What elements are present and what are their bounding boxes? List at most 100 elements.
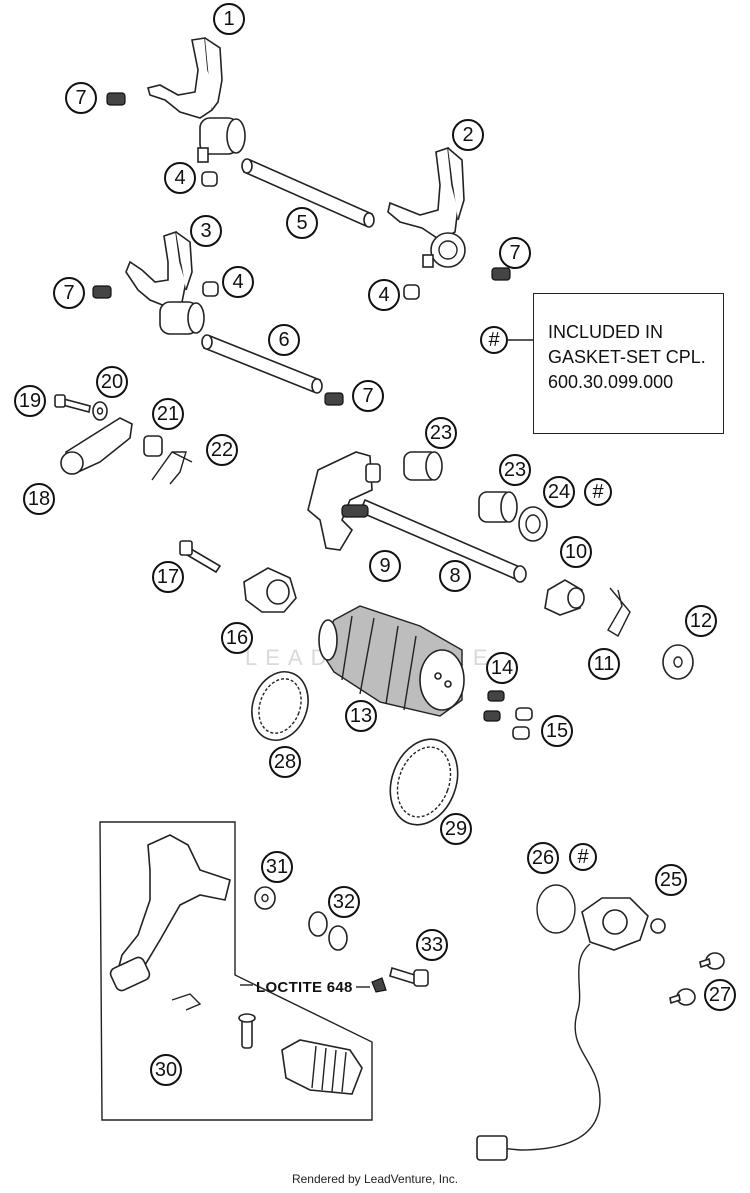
callout-23a: 23 xyxy=(425,417,457,449)
svg-text:31: 31 xyxy=(266,856,288,878)
callout-9: 9 xyxy=(369,550,401,582)
part-needle-bearing-23a[interactable] xyxy=(403,451,443,481)
svg-text:4: 4 xyxy=(232,271,243,293)
svg-text:7: 7 xyxy=(362,385,373,407)
part-fork-shaft-5[interactable] xyxy=(241,158,375,228)
part-bearing-28[interactable] xyxy=(243,664,318,748)
svg-text:4: 4 xyxy=(174,167,185,189)
callout-18: 18 xyxy=(23,483,55,515)
callout-4a: 4 xyxy=(164,162,196,194)
callout-6: 6 xyxy=(268,324,300,356)
part-bolt-33[interactable] xyxy=(371,966,429,993)
part-bolt-17[interactable] xyxy=(179,540,222,574)
callout-33: 33 xyxy=(416,929,448,961)
part-washer-12[interactable] xyxy=(662,644,694,680)
part-shaft-seal-24[interactable] xyxy=(518,506,548,542)
callout-hash-24: # xyxy=(584,478,612,506)
part-washer-20[interactable] xyxy=(92,401,108,421)
part-screw-27a[interactable] xyxy=(699,952,725,970)
callout-2: 2 xyxy=(452,119,484,151)
part-spring-7a[interactable] xyxy=(106,92,126,106)
svg-text:20: 20 xyxy=(101,371,123,393)
callout-26: 26 xyxy=(527,842,559,874)
svg-text:7: 7 xyxy=(63,282,74,304)
part-spring-7c[interactable] xyxy=(92,285,112,299)
part-spring-22[interactable] xyxy=(151,451,193,485)
part-roller-4c[interactable] xyxy=(403,284,420,300)
svg-text:16: 16 xyxy=(226,627,248,649)
callout-1: 1 xyxy=(213,3,245,35)
callout-24: 24 xyxy=(543,476,575,508)
svg-text:8: 8 xyxy=(449,565,460,587)
part-shift-fork-2[interactable] xyxy=(387,146,466,268)
part-shift-pawl-10[interactable] xyxy=(544,579,585,616)
part-roller-4b[interactable] xyxy=(202,281,219,297)
svg-text:29: 29 xyxy=(445,818,467,840)
callout-10: 10 xyxy=(560,536,592,568)
callout-32: 32 xyxy=(328,886,360,918)
svg-text:19: 19 xyxy=(19,390,41,412)
part-shift-drum-locating-16[interactable] xyxy=(243,567,297,613)
shift-lever-group-30[interactable] xyxy=(99,821,373,1121)
footer-credit: Rendered by LeadVenture, Inc. xyxy=(291,1172,459,1186)
callout-12: 12 xyxy=(685,605,717,637)
part-lock-washer-32[interactable] xyxy=(308,911,348,951)
callout-27: 27 xyxy=(704,979,736,1011)
part-o-ring-26[interactable] xyxy=(536,884,576,934)
callout-20: 20 xyxy=(96,366,128,398)
part-gear-position-sensor-25[interactable] xyxy=(476,897,666,1161)
svg-text:#: # xyxy=(488,329,500,351)
svg-text:25: 25 xyxy=(660,869,682,891)
part-fork-shaft-6[interactable] xyxy=(201,334,323,394)
part-shift-fork-1[interactable] xyxy=(147,37,246,163)
callout-hash-note: # xyxy=(480,326,508,354)
svg-text:23: 23 xyxy=(504,459,526,481)
part-pin-15a[interactable] xyxy=(515,707,533,721)
callout-23b: 23 xyxy=(499,454,531,486)
part-sleeve-21[interactable] xyxy=(143,435,163,457)
callout-31: 31 xyxy=(261,851,293,883)
svg-text:22: 22 xyxy=(211,439,233,461)
svg-text:12: 12 xyxy=(690,610,712,632)
part-spring-14a[interactable] xyxy=(487,690,505,702)
callout-3: 3 xyxy=(190,215,222,247)
svg-text:9: 9 xyxy=(379,555,390,577)
callout-7c: 7 xyxy=(53,277,85,309)
svg-text:21: 21 xyxy=(157,403,179,425)
svg-text:28: 28 xyxy=(274,751,296,773)
part-spring-14b[interactable] xyxy=(483,710,501,722)
svg-text:7: 7 xyxy=(75,87,86,109)
part-locking-lever-18[interactable] xyxy=(60,417,133,475)
part-return-spring-9[interactable] xyxy=(341,504,369,518)
callout-28: 28 xyxy=(269,746,301,778)
svg-text:30: 30 xyxy=(155,1059,177,1081)
callout-16: 16 xyxy=(221,622,253,654)
part-bearing-29[interactable] xyxy=(379,730,469,835)
part-washer-31[interactable] xyxy=(254,886,276,910)
callout-19: 19 xyxy=(14,385,46,417)
svg-text:6: 6 xyxy=(278,329,289,351)
callout-11: 11 xyxy=(588,648,620,680)
part-pawl-spring-11[interactable] xyxy=(607,587,631,637)
part-needle-bearing-23b[interactable] xyxy=(478,491,518,523)
part-pin-15b[interactable] xyxy=(512,726,530,740)
callout-8: 8 xyxy=(439,560,471,592)
part-spring-7b[interactable] xyxy=(491,267,511,281)
callout-22: 22 xyxy=(206,434,238,466)
svg-text:7: 7 xyxy=(509,242,520,264)
loctite-label: LOCTITE 648 xyxy=(256,979,353,996)
part-bolt-19[interactable] xyxy=(54,394,91,413)
part-spring-7d[interactable] xyxy=(324,392,344,406)
part-screw-27b[interactable] xyxy=(669,988,696,1006)
callout-21: 21 xyxy=(152,398,184,430)
callout-13: 13 xyxy=(345,700,377,732)
svg-text:13: 13 xyxy=(350,705,372,727)
svg-text:33: 33 xyxy=(421,934,443,956)
part-roller-4a[interactable] xyxy=(201,171,218,187)
part-shift-drum-13[interactable] xyxy=(318,605,465,717)
part-shift-fork-3[interactable] xyxy=(125,230,205,335)
svg-text:#: # xyxy=(577,846,589,868)
svg-text:32: 32 xyxy=(333,891,355,913)
svg-text:11: 11 xyxy=(594,653,615,675)
